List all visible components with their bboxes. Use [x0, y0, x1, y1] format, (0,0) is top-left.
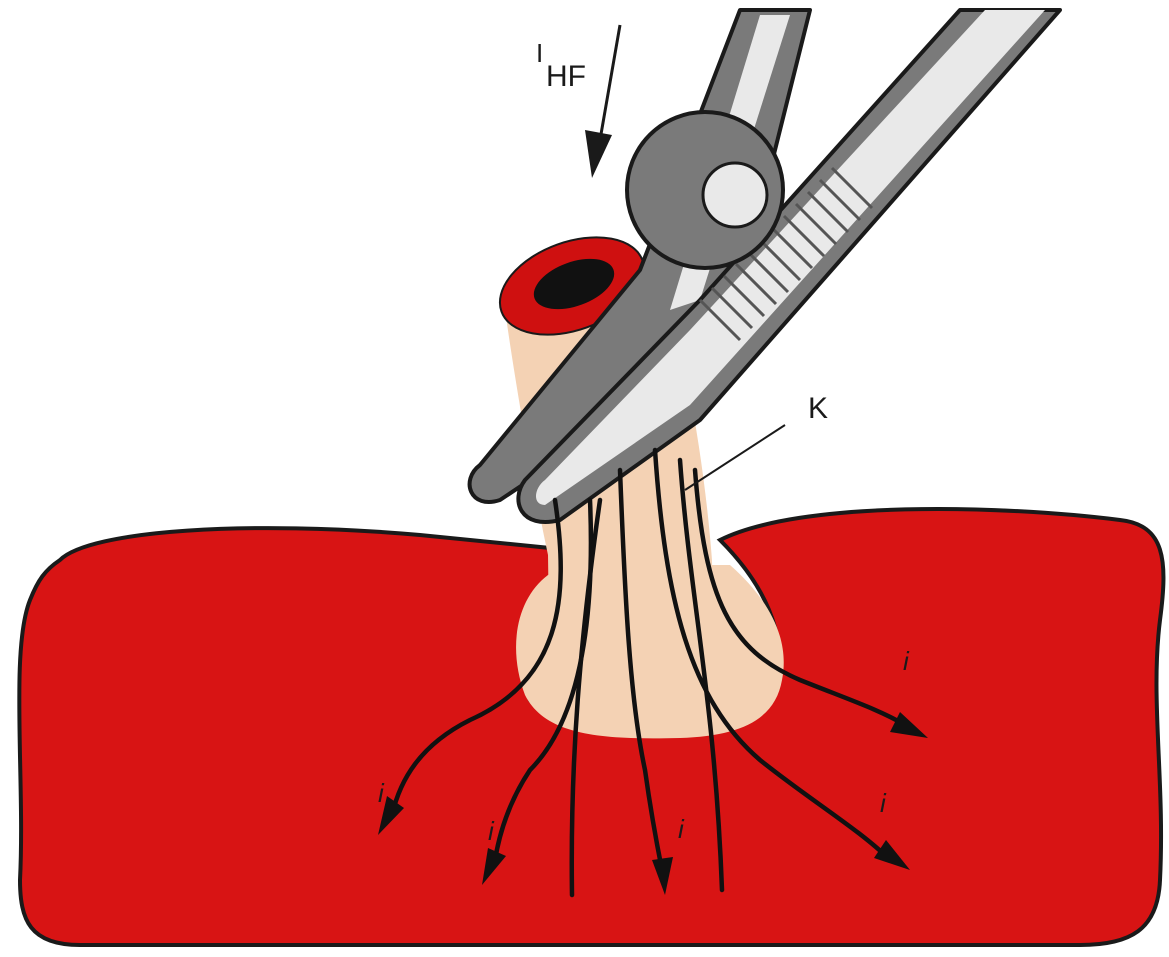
main-current-arrow [585, 25, 620, 178]
current-main-label-sub: HF [546, 60, 586, 93]
current-main-label-prefix: I [536, 38, 543, 68]
contact-label: K [808, 392, 828, 425]
